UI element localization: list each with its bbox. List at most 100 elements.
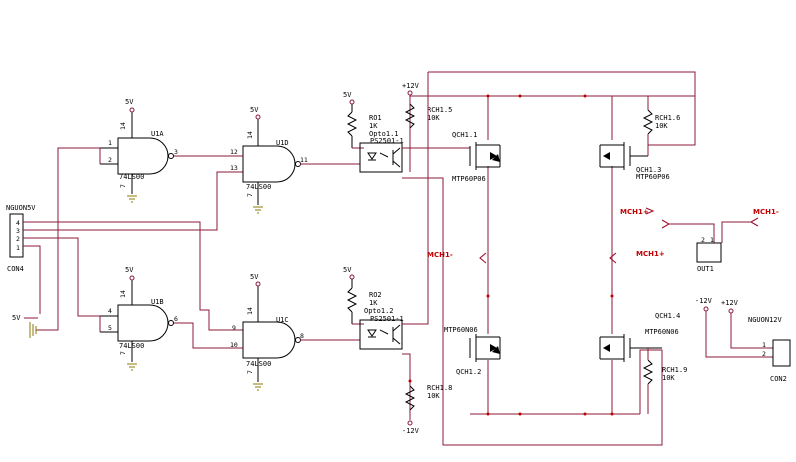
u1a-pin1: 1 — [108, 139, 112, 147]
out1-pin2: 2 — [701, 236, 705, 244]
con4-name: NGUON5V — [6, 204, 36, 212]
u1a-pin14: 14 — [119, 122, 127, 130]
ro2-ref: RO2 — [369, 291, 382, 299]
left-5v-source: 5V — [12, 314, 38, 338]
gate-u1b: U1B 74LS00 4 5 6 14 7 5V — [99, 266, 178, 371]
resistor-ro1: 5V RO1 1K — [343, 91, 382, 149]
u1a-pin7: 7 — [119, 184, 127, 188]
u1c-pin10: 10 — [230, 341, 238, 349]
u1c-pin9: 9 — [232, 324, 236, 332]
con4-pin3: 3 — [16, 227, 20, 235]
left-5v-label: 5V — [12, 314, 21, 322]
u1c-type: 74LS00 — [246, 360, 271, 368]
u1a-ref: U1A — [151, 130, 164, 138]
resistor-rch19: RCH1.9 10K — [642, 348, 687, 414]
u1a-pin2: 2 — [108, 156, 112, 164]
out1-pin1: 1 — [710, 236, 714, 244]
u1d-pin13: 13 — [230, 164, 238, 172]
u1b-vcc-label: 5V — [125, 266, 134, 274]
mosfet-qch11: QCH1.1 MTP60P06 — [452, 131, 501, 183]
net-mch1minus-left: MCH1- — [427, 251, 453, 259]
net-mch1plus-right: MCH1+ — [620, 208, 649, 216]
u1d-vcc-label: 5V — [250, 106, 259, 114]
ro2-vcc-label: 5V — [343, 266, 352, 274]
con2-n12-label: -12V — [695, 297, 713, 305]
u1d-pin11: 11 — [300, 156, 308, 164]
gate-wires — [174, 155, 360, 349]
rch16-value: 10K — [655, 122, 668, 130]
u1c-pin14: 14 — [246, 307, 254, 315]
u1c-pin7: 7 — [246, 370, 254, 374]
net-mch1minus-right: MCH1- — [753, 208, 779, 216]
con2-name: NGUON12V — [748, 316, 783, 324]
con4-wires — [23, 147, 243, 331]
opto12-type: PS2501-1 — [370, 315, 404, 323]
rch18-value: 10K — [427, 392, 440, 400]
u1b-pin7: 7 — [119, 351, 127, 355]
out1-ref: OUT1 — [697, 265, 714, 273]
mosfet-qch13: QCH1.3 MTP60P06 — [599, 142, 670, 181]
rch18-network: RCH1.8 10K -12V — [402, 379, 452, 435]
con2-pin1: 1 — [762, 341, 766, 349]
con4-pin2: 2 — [16, 235, 20, 243]
net-mch1plus-mid: MCH1+ — [636, 250, 665, 258]
opto-1-2: Opto1.2 PS2501-1 — [359, 307, 404, 350]
ro1-value: 1K — [369, 122, 378, 130]
u1c-vcc-label: 5V — [250, 273, 259, 281]
ro1-vcc-label: 5V — [343, 91, 352, 99]
bridge-rails — [470, 94, 663, 416]
rch15-ref: RCH1.5 — [427, 106, 452, 114]
p12-top-label: +12V — [402, 82, 420, 90]
con2-p12-label: +12V — [721, 299, 739, 307]
qch14-type: MTP60N06 — [645, 328, 679, 336]
net-labels: MCH1+ MCH1+ MCH1- MCH1- — [427, 207, 779, 259]
rch15-network: +12V RCH1.5 10K — [402, 82, 696, 446]
rch19-ref: RCH1.9 — [662, 366, 687, 374]
u1b-pin4: 4 — [108, 307, 112, 315]
con4-ref: CON4 — [7, 265, 24, 273]
con4-pin1: 1 — [16, 244, 20, 252]
connector-con2: -12V +12V NGUON12V 1 2 CON2 — [695, 297, 791, 383]
u1a-pin3: 3 — [174, 148, 178, 156]
qch13-ref: QCH1.3 — [636, 166, 661, 174]
opto-1-1: Opto1.1 PS2501-1 — [359, 130, 404, 173]
u1b-pin5: 5 — [108, 324, 112, 332]
resistor-rch16: RCH1.6 10K — [642, 96, 680, 156]
con2-pin2: 2 — [762, 350, 766, 358]
rch18-ref: RCH1.8 — [427, 384, 452, 392]
ro2-value: 1K — [369, 299, 378, 307]
qch11-type: MTP60P06 — [452, 175, 486, 183]
gate-u1c: U1C 74LS00 9 10 8 14 7 5V — [230, 273, 304, 391]
con2-ref: CON2 — [770, 375, 787, 383]
qch11-ref: QCH1.1 — [452, 131, 477, 139]
gate-u1a: U1A 74LS00 1 2 3 14 7 5V — [99, 98, 178, 203]
qch12-ref: QCH1.2 — [456, 368, 481, 376]
rch19-value: 10K — [662, 374, 675, 382]
qch13-type: MTP60P06 — [636, 173, 670, 181]
u1c-ref: U1C — [276, 316, 289, 324]
connector-out1: 2 1 OUT1 — [669, 221, 751, 273]
u1b-pin14: 14 — [119, 290, 127, 298]
u1d-type: 74LS00 — [246, 183, 271, 191]
u1a-vcc-label: 5V — [125, 98, 134, 106]
rch16-ref: RCH1.6 — [655, 114, 680, 122]
qch14-ref: QCH1.4 — [655, 312, 680, 320]
u1d-pin14: 14 — [246, 131, 254, 139]
u1c-pin8: 8 — [300, 332, 304, 340]
n12-bottom-label: -12V — [402, 427, 420, 435]
u1b-ref: U1B — [151, 298, 164, 306]
ro1-ref: RO1 — [369, 114, 382, 122]
opto12-ref: Opto1.2 — [364, 307, 394, 315]
u1b-pin6: 6 — [174, 315, 178, 323]
u1d-pin7: 7 — [246, 193, 254, 197]
resistor-ro2: 5V RO2 1K — [343, 266, 382, 325]
mosfet-qch14: QCH1.4 MTP60N06 — [599, 312, 680, 362]
opto11-type: PS2501-1 — [370, 137, 404, 145]
con4-pin4: 4 — [16, 219, 20, 227]
frame-wires — [402, 71, 696, 420]
u1d-pin12: 12 — [230, 148, 238, 156]
gate-u1d: U1D 74LS00 12 13 11 14 7 5V — [230, 106, 308, 214]
u1d-ref: U1D — [276, 139, 289, 147]
connector-con4: NGUON5V 4 3 2 1 CON4 — [6, 204, 36, 273]
